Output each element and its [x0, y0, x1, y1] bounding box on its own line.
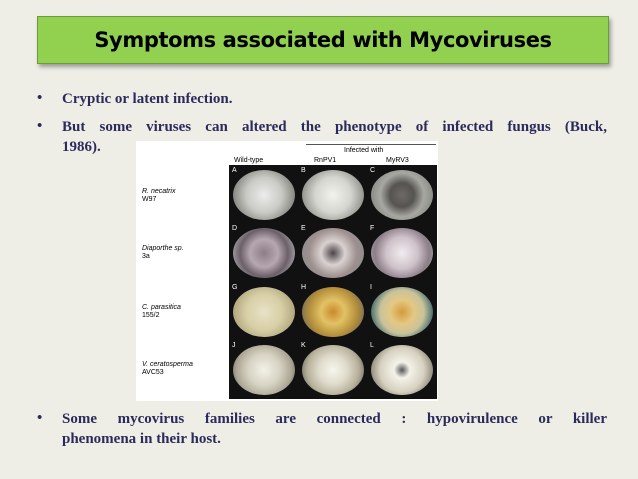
col-header-wild-type: Wild-type: [234, 157, 264, 164]
fungal-culture-figure: Infected with Wild-type RnPV1 MyRV3 R. n…: [136, 141, 438, 401]
bullet-3-line2: phenomena in their host.: [62, 431, 221, 447]
bullet-3-line1: Some mycovirus families are connected : …: [62, 411, 607, 427]
bullet-2-line1: But some viruses can altered the phenoty…: [62, 119, 607, 135]
petri-dish: [233, 170, 295, 220]
panel-letter: J: [232, 342, 236, 349]
petri-dish: [233, 228, 295, 278]
petri-dish: [371, 228, 433, 278]
title-box: Symptoms associated with Mycoviruses: [37, 16, 609, 64]
slide-title: Symptoms associated with Mycoviruses: [94, 28, 552, 52]
panel-letter: G: [232, 284, 238, 291]
header-rule: [306, 144, 436, 145]
petri-dish: [233, 345, 295, 395]
petri-dish: [371, 170, 433, 220]
panel-letter: D: [232, 225, 238, 232]
bullet-marker: •: [37, 90, 43, 106]
panel-letter: I: [370, 284, 372, 291]
bullet-2-line2: 1986).: [62, 139, 101, 155]
panel-letter: C: [370, 167, 376, 174]
panel-letter: B: [301, 167, 306, 174]
panel-letter: K: [301, 342, 306, 349]
panel-letter: F: [370, 225, 375, 232]
petri-dish: [371, 287, 433, 337]
bullet-marker: •: [37, 118, 43, 134]
petri-dish: [302, 170, 364, 220]
bullet-1-text: Cryptic or latent infection.: [62, 91, 233, 107]
col-header-rnpv1: RnPV1: [314, 157, 337, 164]
panel-letter: A: [232, 167, 237, 174]
col-header-myrv3: MyRV3: [386, 157, 409, 164]
petri-dish: [302, 345, 364, 395]
petri-dish: [233, 287, 295, 337]
bullet-marker: •: [37, 410, 43, 426]
petri-dish: [371, 345, 433, 395]
panel-letter: L: [370, 342, 374, 349]
panel-letter: H: [301, 284, 307, 291]
row-label: Diaporthe sp.3a: [142, 245, 184, 260]
petri-dish: [302, 287, 364, 337]
panel-letter: E: [301, 225, 306, 232]
petri-dish: [302, 228, 364, 278]
infected-with-header: Infected with: [344, 147, 384, 154]
petri-dish-grid: A B C D E F G H I J K L: [229, 165, 437, 399]
